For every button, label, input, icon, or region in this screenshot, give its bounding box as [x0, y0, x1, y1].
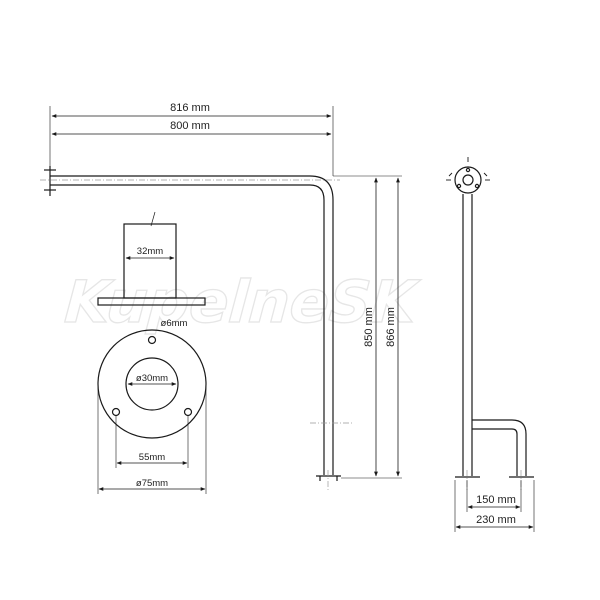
side-flange-inner	[462, 174, 474, 186]
dim-label-32: 32mm	[137, 246, 163, 257]
dim-label-30: ø30mm	[136, 373, 168, 384]
mount-hole-left	[111, 407, 121, 417]
tube-detail	[97, 211, 206, 306]
base-plate	[97, 297, 206, 306]
dim-label-230: 230 mm	[476, 514, 516, 526]
dim-label-hole: ø6mm	[161, 318, 188, 329]
front-view	[44, 166, 341, 481]
front-centerlines	[40, 179, 352, 490]
side-flange-outer	[454, 166, 482, 194]
dim-label-150: 150 mm	[476, 494, 516, 506]
dim-label-55: 55mm	[139, 452, 165, 463]
flange-extension-lines	[97, 384, 207, 494]
front-extension-lines	[49, 106, 402, 479]
side-view	[454, 166, 534, 478]
flange-inner	[125, 357, 179, 411]
dim-label-866: 866 mm	[385, 307, 397, 347]
side-flange-crosshair	[446, 157, 490, 181]
dim-label-75: ø75mm	[136, 478, 168, 489]
dim-label-816: 816 mm	[170, 102, 210, 114]
mount-hole-right	[183, 407, 193, 417]
side-centerlines	[466, 470, 522, 490]
dim-label-800: 800 mm	[170, 120, 210, 132]
dim-label-850: 850 mm	[363, 307, 375, 347]
mount-hole-top	[147, 335, 157, 345]
watermark: KupelneSK	[63, 268, 423, 336]
side-extension-lines	[454, 480, 535, 532]
